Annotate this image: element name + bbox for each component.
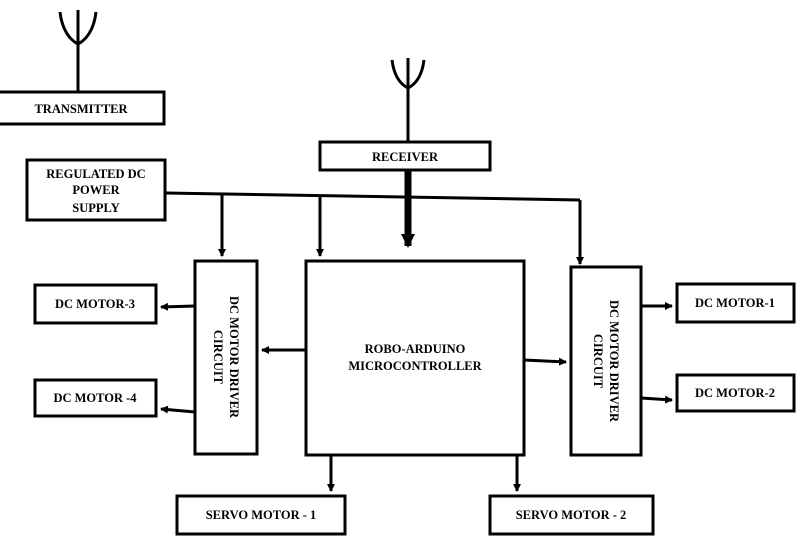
- driver-to-motor-2-arrow: [640, 395, 673, 404]
- driver-to-motor-4-arrow: [160, 405, 196, 414]
- right-driver-label-2: CIRCUIT: [591, 334, 605, 389]
- transmitter-block: TRANSMITTER: [0, 90, 166, 126]
- dc-motor-4-label: DC MOTOR -4: [53, 391, 137, 405]
- servo-motor-2-block: SERVO MOTOR - 2: [488, 494, 655, 536]
- microcontroller-label-2: MICROCONTROLLER: [348, 359, 482, 373]
- power-bus: [164, 191, 584, 265]
- mcu-to-right-driver-arrow: [523, 357, 567, 366]
- dc-motor-3-label: DC MOTOR-3: [55, 297, 135, 311]
- left-driver-block: DC MOTOR DRIVER CIRCUIT: [193, 259, 259, 456]
- microcontroller-label-1: ROBO-ARDUINO: [365, 342, 466, 356]
- dc-motor-1-label: DC MOTOR-1: [695, 296, 775, 310]
- left-driver-label-2: CIRCUIT: [211, 330, 225, 385]
- power-supply-label-3: SUPPLY: [72, 201, 119, 215]
- dc-motor-4-block: DC MOTOR -4: [33, 378, 158, 418]
- right-driver-label-1: DC MOTOR DRIVER: [607, 300, 621, 423]
- servo-motor-2-label: SERVO MOTOR - 2: [516, 508, 627, 522]
- left-driver-label-1: DC MOTOR DRIVER: [227, 296, 241, 419]
- servo-motor-1-block: SERVO MOTOR - 1: [175, 494, 347, 536]
- dc-motor-2-label: DC MOTOR-2: [695, 386, 775, 400]
- power-supply-label-2: POWER: [72, 183, 120, 197]
- dc-motor-2-block: DC MOTOR-2: [675, 373, 796, 413]
- servo-motor-1-label: SERVO MOTOR - 1: [206, 508, 317, 522]
- transmitter-antenna-icon: [58, 10, 98, 92]
- receiver-antenna-icon: [390, 58, 426, 142]
- right-driver-block: DC MOTOR DRIVER CIRCUIT: [569, 265, 643, 457]
- power-supply-block: REGULATED DC POWER SUPPLY: [25, 158, 167, 222]
- transmitter-label: TRANSMITTER: [34, 102, 128, 116]
- dc-motor-3-block: DC MOTOR-3: [33, 283, 158, 325]
- power-supply-label-1: REGULATED DC: [46, 167, 145, 181]
- receiver-label: RECEIVER: [372, 150, 439, 164]
- microcontroller-block: ROBO-ARDUINO MICROCONTROLLER: [304, 259, 526, 457]
- receiver-block: RECEIVER: [318, 140, 492, 172]
- dc-motor-1-block: DC MOTOR-1: [675, 282, 796, 324]
- driver-to-motor-3-arrow: [160, 302, 196, 311]
